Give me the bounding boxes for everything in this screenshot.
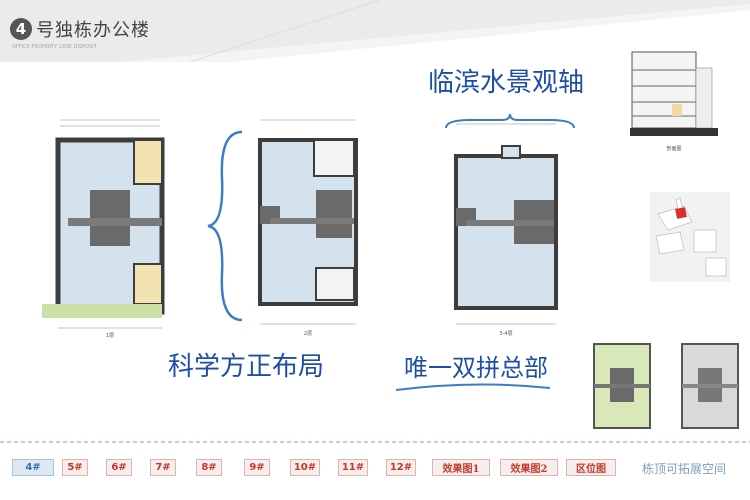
building-number-badge: 4 — [10, 18, 32, 40]
section-drawing: 剖面图 — [630, 51, 718, 152]
waterfront-axis-callout: 临滨水景观轴 — [428, 68, 585, 98]
nav-button-8[interactable]: 8# — [196, 459, 222, 476]
header-band — [0, 0, 750, 62]
section-label: 剖面图 — [666, 145, 681, 152]
nav-button-4[interactable]: 4# — [12, 459, 54, 476]
nav-button-7[interactable]: 7# — [150, 459, 176, 476]
roof-plan-grey — [681, 343, 739, 429]
nav-divider — [0, 441, 750, 443]
dual-hq-underline — [395, 383, 551, 391]
page-subtitle: OFFICE PROPERTY CASE DISPOSIT — [12, 44, 97, 50]
floor-plan-2: 2层 — [258, 119, 358, 337]
nav-button-11[interactable]: 11# — [338, 459, 368, 476]
roof-plan-green — [593, 343, 651, 429]
nav-button-rendering-2[interactable]: 效果图2 — [500, 459, 558, 476]
top-bracket — [445, 113, 575, 129]
page-title: 4 号独栋办公楼 — [10, 16, 150, 42]
left-bracket — [207, 130, 243, 322]
nav-button-9[interactable]: 9# — [244, 459, 270, 476]
nav-button-location-map[interactable]: 区位图 — [566, 459, 616, 476]
nav-button-5[interactable]: 5# — [62, 459, 88, 476]
location-mini-map — [650, 192, 730, 282]
nav-button-10[interactable]: 10# — [290, 459, 320, 476]
floor-plan-3-4: 3-4层 — [454, 123, 558, 337]
page-title-text: 号独栋办公楼 — [36, 20, 150, 41]
scientific-layout-callout: 科学方正布局 — [168, 352, 325, 382]
floor-plan-1: 1层 — [42, 119, 165, 339]
dual-hq-callout: 唯一双拼总部 — [404, 354, 548, 382]
rooftop-space-link[interactable]: 栋顶可拓展空间 — [642, 462, 727, 476]
nav-button-rendering-1[interactable]: 效果图1 — [432, 459, 490, 476]
floor34-label: 3-4层 — [499, 331, 512, 337]
floor2-label: 2层 — [304, 331, 312, 337]
floor1-label: 1层 — [106, 333, 114, 339]
nav-button-6[interactable]: 6# — [106, 459, 132, 476]
nav-button-12[interactable]: 12# — [386, 459, 416, 476]
